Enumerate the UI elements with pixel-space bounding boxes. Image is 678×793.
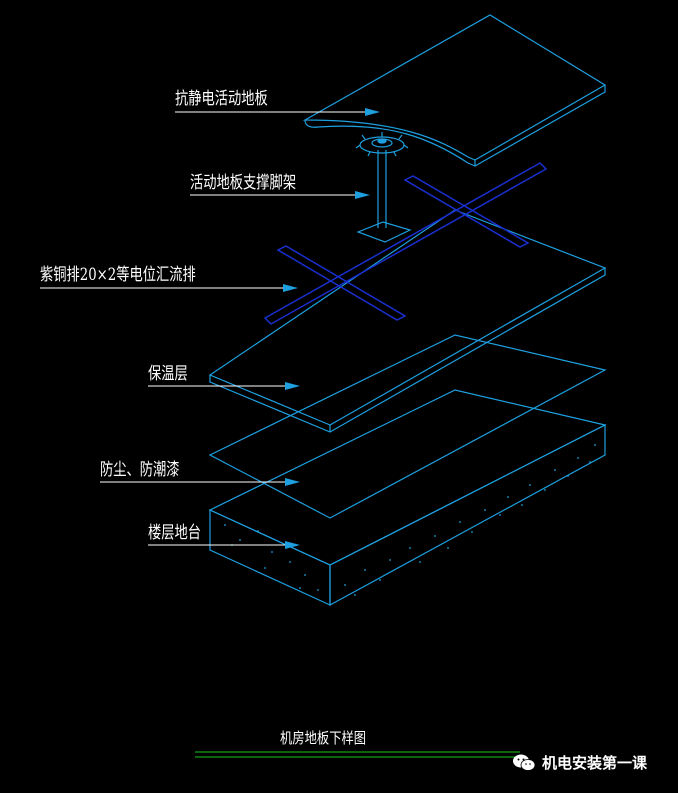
slab-speckle: [224, 444, 596, 596]
insulation-layer: [208, 209, 607, 433]
label-copper-bar: 紫铜排20×2等电位汇流排: [40, 265, 196, 285]
pedestal-support: [355, 132, 412, 243]
label-pedestal: 活动地板支撑脚架: [190, 173, 297, 193]
drawing-title: 机房地板下样图: [280, 729, 367, 747]
wechat-icon: [513, 754, 536, 771]
label-insulation: 保温层: [148, 364, 188, 384]
watermark: 机电安装第一课: [512, 752, 647, 773]
leader-lines: [40, 108, 380, 549]
raised-floor-panel: [302, 14, 607, 167]
label-raised-floor: 抗静电活动地板: [175, 89, 268, 109]
title-underline: [195, 751, 520, 758]
paint-layer: [208, 334, 607, 519]
watermark-text: 机电安装第一课: [542, 754, 648, 772]
label-slab: 楼层地台: [148, 523, 202, 543]
copper-bars: [263, 162, 548, 325]
label-dustproof: 防尘、防潮漆: [100, 460, 180, 480]
floor-slab: [208, 389, 607, 607]
